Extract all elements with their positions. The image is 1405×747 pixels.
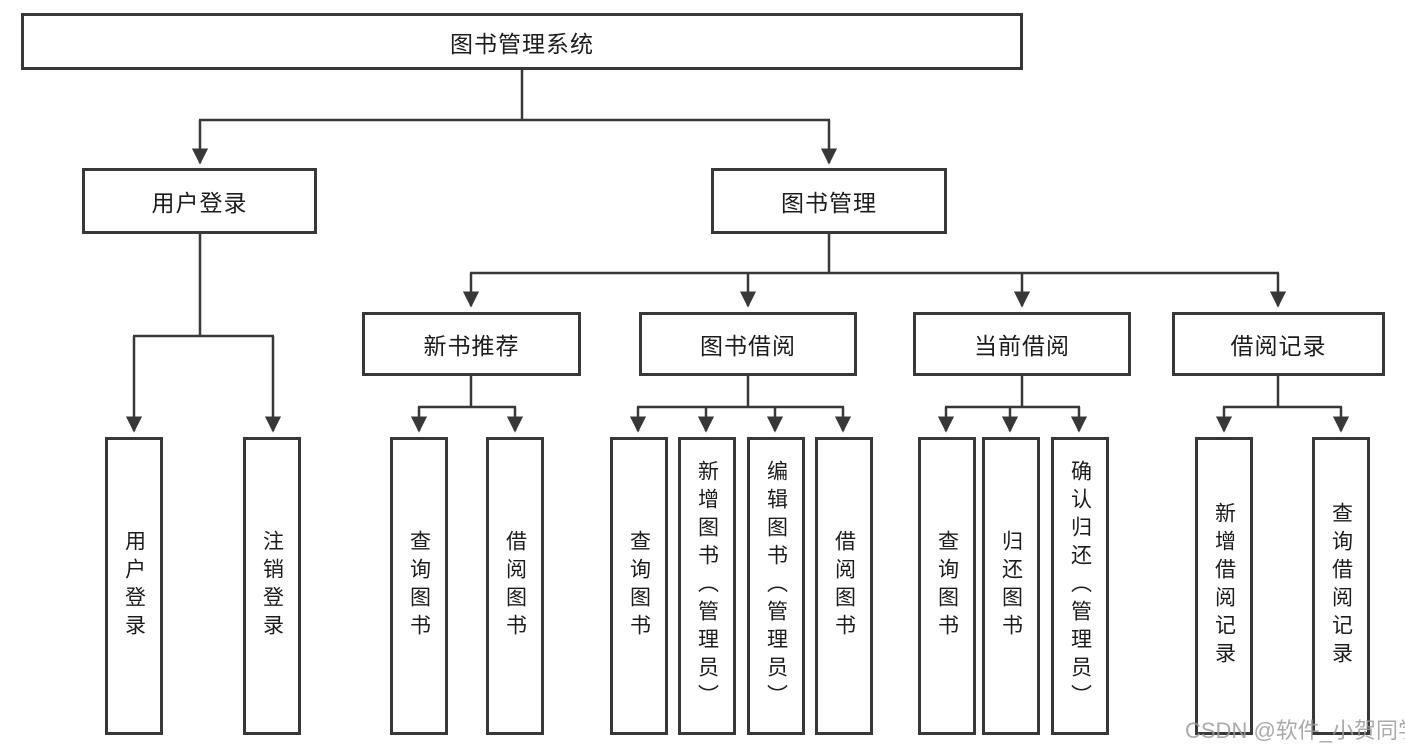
leaf-logout: 注销登录 (243, 437, 301, 735)
node-user-login: 用户登录 (82, 168, 317, 234)
node-book-borrow: 图书借阅 (639, 312, 857, 376)
leaf-add-borrow-record: 新增借阅记录 (1195, 437, 1253, 735)
node-borrow-records: 借阅记录 (1172, 312, 1385, 376)
node-book-management: 图书管理 (711, 168, 947, 234)
leaf-confirm-return-admin: 确认归还（管理员） (1051, 437, 1109, 735)
node-library-management-system: 图书管理系统 (21, 13, 1023, 70)
node-new-book-recommend: 新书推荐 (362, 312, 581, 376)
leaf-add-books-admin: 新增图书（管理员） (678, 437, 736, 735)
leaf-query-borrow-record: 查询借阅记录 (1312, 437, 1370, 735)
leaf-query-books: 查询图书 (918, 437, 976, 735)
leaf-borrow-books: 借阅图书 (815, 437, 873, 735)
leaf-edit-books-admin: 编辑图书（管理员） (747, 437, 805, 735)
leaf-return-books: 归还图书 (982, 437, 1040, 735)
leaf-query-books: 查询图书 (610, 437, 668, 735)
leaf-query-books: 查询图书 (390, 437, 448, 735)
node-current-borrow: 当前借阅 (913, 312, 1131, 376)
csdn-watermark: CSDN @软件_小贺同学 (1185, 718, 1405, 743)
leaf-user-login: 用户登录 (105, 437, 163, 735)
leaf-borrow-books: 借阅图书 (486, 437, 544, 735)
